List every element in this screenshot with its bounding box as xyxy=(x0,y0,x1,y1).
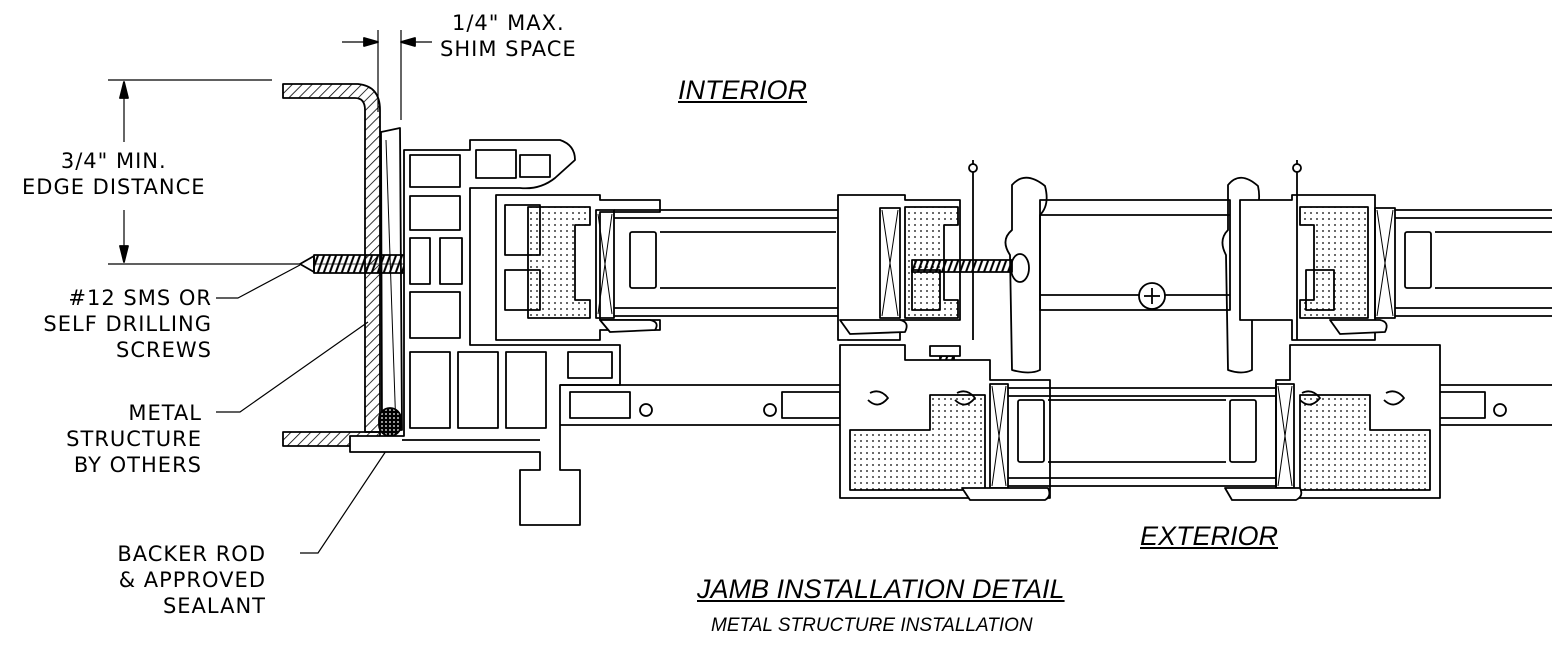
backer-label-line2: & APPROVED xyxy=(118,568,266,592)
middle-right-sash xyxy=(1239,160,1396,341)
screws-label-line2: SELF DRILLING xyxy=(43,312,212,336)
drawing-subtitle: METAL STRUCTURE INSTALLATION xyxy=(711,615,1033,636)
exterior-label: EXTERIOR xyxy=(1140,521,1279,551)
shim-label-line1: 1/4" MAX. xyxy=(452,11,565,35)
metal-structure-label: METAL STRUCTURE BY OTHERS xyxy=(66,400,202,478)
edge-label-line1: 3/4" MIN. xyxy=(60,149,167,173)
edge-label-line2: EDGE DISTANCE xyxy=(22,175,206,199)
left-sash-frame xyxy=(495,194,661,341)
lock-handle-left xyxy=(1004,176,1048,374)
metal-label-line3: BY OTHERS xyxy=(73,453,202,477)
shim-space-label: 1/4" MAX. SHIM SPACE xyxy=(440,10,577,62)
lower-left-sash xyxy=(839,344,1051,501)
leader-lines xyxy=(216,264,393,554)
screws-label-line1: #12 SMS OR xyxy=(68,286,212,310)
drawing-title: JAMB INSTALLATION DETAIL xyxy=(697,574,1065,604)
interlock-screw-left xyxy=(911,259,1013,273)
shim-label-line2: SHIM SPACE xyxy=(440,37,577,61)
interior-label: INTERIOR xyxy=(678,75,808,105)
backer-label-line3: SEALANT xyxy=(162,594,266,618)
shim-dimension xyxy=(342,30,432,120)
screws-label: #12 SMS OR SELF DRILLING SCREWS xyxy=(43,285,212,363)
backer-label-line1: BACKER ROD xyxy=(117,542,266,566)
screws-label-line3: SCREWS xyxy=(116,338,212,362)
meeting-rail xyxy=(1039,199,1231,311)
middle-left-sash xyxy=(837,160,978,341)
edge-distance-label: 3/4" MIN. EDGE DISTANCE xyxy=(22,148,206,200)
lower-glass-unit xyxy=(1008,387,1276,487)
frame-extrusion xyxy=(349,139,621,526)
metal-label-line2: STRUCTURE xyxy=(66,427,202,451)
backer-rod xyxy=(378,407,402,437)
backer-rod-label: BACKER ROD & APPROVED SEALANT xyxy=(117,541,266,619)
right-glass-unit xyxy=(1395,209,1552,317)
metal-label-line1: METAL xyxy=(128,401,202,425)
lower-right-sash xyxy=(1224,344,1441,501)
edge-distance-dimension xyxy=(108,79,300,265)
shim xyxy=(380,127,403,431)
